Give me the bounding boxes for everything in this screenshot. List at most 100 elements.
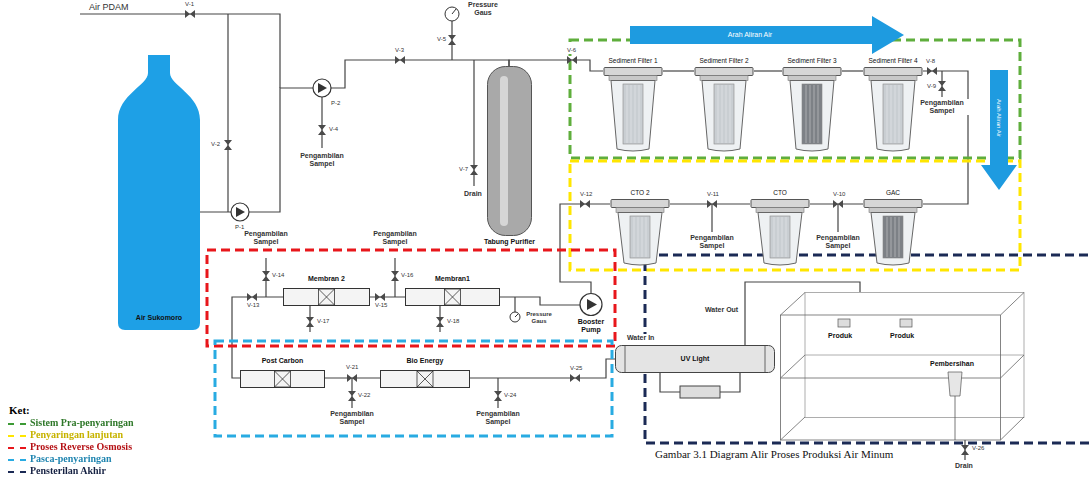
valve-symbol bbox=[833, 200, 843, 208]
unit-label: CTO 2 bbox=[630, 189, 649, 196]
cartridge-shape bbox=[618, 213, 662, 266]
module-shape bbox=[275, 371, 291, 387]
pump-label: P-2 bbox=[330, 100, 341, 107]
cabinet-shape bbox=[781, 315, 1001, 440]
region-outline bbox=[570, 161, 1020, 270]
module-shape bbox=[417, 371, 433, 387]
cartridge-shape bbox=[802, 84, 822, 144]
region-outline bbox=[570, 40, 1020, 158]
product-cabinet: ProdukProdukPembersihan bbox=[780, 292, 1025, 442]
valve-symbol bbox=[448, 35, 456, 45]
valve-label: V-4 bbox=[328, 126, 339, 133]
module-shape bbox=[445, 289, 461, 305]
cartridge-shape bbox=[863, 199, 923, 267]
vessel-shape bbox=[487, 66, 532, 236]
pressure-gauge bbox=[445, 7, 459, 21]
valve-label: V-22 bbox=[357, 392, 371, 399]
pipe bbox=[514, 297, 515, 312]
unit-label: Air Sukomoro bbox=[118, 314, 200, 322]
valve-symbol bbox=[262, 271, 270, 281]
port-label: Water Out bbox=[704, 306, 739, 314]
legend-text: Sistem Pra-penyaringan bbox=[30, 417, 134, 428]
cartridge-shape bbox=[714, 84, 734, 144]
legend-text: Pasca-penyaringan bbox=[30, 453, 112, 464]
cartridge-shape bbox=[891, 85, 892, 143]
valve-symbol bbox=[580, 200, 590, 208]
cartridge-shape bbox=[638, 217, 639, 257]
cartridge-shape bbox=[871, 213, 915, 266]
region-outline bbox=[215, 341, 612, 436]
flow-arrow bbox=[630, 16, 904, 54]
drain-label: Drain bbox=[463, 190, 483, 198]
cabinet-shape bbox=[781, 293, 1025, 441]
valve-label: V-7 bbox=[458, 166, 469, 173]
pipe bbox=[837, 204, 838, 232]
pressure-gauge bbox=[515, 314, 518, 317]
unit-label: Membran 2 bbox=[308, 275, 345, 283]
module-shape bbox=[417, 371, 433, 387]
cabinet-shape bbox=[781, 293, 1025, 441]
filter-housing: CTO 2 bbox=[610, 187, 670, 267]
valve-label: V-6 bbox=[566, 47, 577, 54]
pipe-connector bbox=[754, 70, 782, 71]
fixture-label: Produk bbox=[890, 332, 914, 340]
valve-label: V-26 bbox=[971, 445, 985, 452]
flow-arrow bbox=[630, 16, 1017, 190]
cartridge-shape bbox=[778, 217, 779, 257]
cartridge-shape bbox=[883, 84, 903, 144]
unit-label: GAC bbox=[886, 189, 900, 196]
cartridge-shape bbox=[730, 85, 731, 143]
cartridge-shape bbox=[782, 67, 842, 153]
cartridge-shape bbox=[603, 67, 663, 153]
module-shape bbox=[381, 371, 470, 388]
valve-label: V-24 bbox=[503, 392, 517, 399]
cartridge-shape bbox=[700, 76, 748, 81]
valve-symbol bbox=[707, 200, 717, 208]
unit-label: Sediment Filter 1 bbox=[608, 57, 657, 64]
unit-label: Booster Pump bbox=[570, 318, 612, 334]
cartridge-shape bbox=[718, 85, 719, 143]
cartridge-shape bbox=[758, 213, 802, 266]
cabinet-shape bbox=[805, 355, 1024, 356]
cartridge-shape bbox=[899, 217, 900, 257]
cartridge-shape bbox=[639, 85, 640, 143]
fixture-label: Pembersihan bbox=[930, 360, 974, 368]
cartridge-shape bbox=[702, 81, 746, 152]
pipe-connector bbox=[500, 297, 580, 305]
pipe-connector bbox=[923, 71, 968, 204]
cartridge-shape bbox=[887, 217, 888, 257]
pipe-connector bbox=[200, 60, 509, 212]
cartridge-shape bbox=[788, 76, 836, 81]
legend-text: Penyaringan lanjutan bbox=[30, 429, 123, 440]
cartridge-shape bbox=[694, 67, 754, 153]
filter-module: Membran1 bbox=[405, 272, 500, 306]
valve-symbol bbox=[570, 374, 580, 382]
cabinet-shape bbox=[900, 319, 912, 327]
filter-housing: Sediment Filter 3 bbox=[782, 55, 842, 153]
cartridge-shape bbox=[610, 199, 670, 267]
legend-swatch bbox=[8, 423, 26, 425]
vessel-shape bbox=[500, 76, 508, 226]
cartridge-shape bbox=[646, 217, 647, 257]
valve-label: V-2 bbox=[210, 141, 221, 148]
flow-label: Arah Aliran Air bbox=[728, 31, 772, 39]
valve-label: V-11 bbox=[706, 191, 720, 198]
cartridge-shape bbox=[642, 217, 643, 257]
filter-housing: CTO bbox=[750, 187, 810, 267]
cartridge-shape bbox=[611, 200, 669, 208]
sample-label: Pengambilan Sampel bbox=[238, 230, 294, 246]
valve-label: V-21 bbox=[345, 364, 359, 371]
unit-label: Sediment Filter 3 bbox=[787, 57, 836, 64]
valve-label: V-18 bbox=[446, 318, 460, 325]
cabinet-shape bbox=[955, 396, 956, 440]
cartridge-shape bbox=[627, 85, 628, 143]
valve-symbol bbox=[927, 67, 937, 75]
region-outline bbox=[207, 40, 1089, 443]
cartridge-shape bbox=[895, 217, 896, 257]
valve-symbol bbox=[436, 317, 444, 327]
cartridge-shape bbox=[774, 217, 775, 257]
valve-symbol bbox=[185, 10, 969, 455]
cartridge-shape bbox=[818, 85, 819, 143]
cartridge-shape bbox=[891, 217, 892, 257]
region-outline bbox=[207, 250, 615, 346]
